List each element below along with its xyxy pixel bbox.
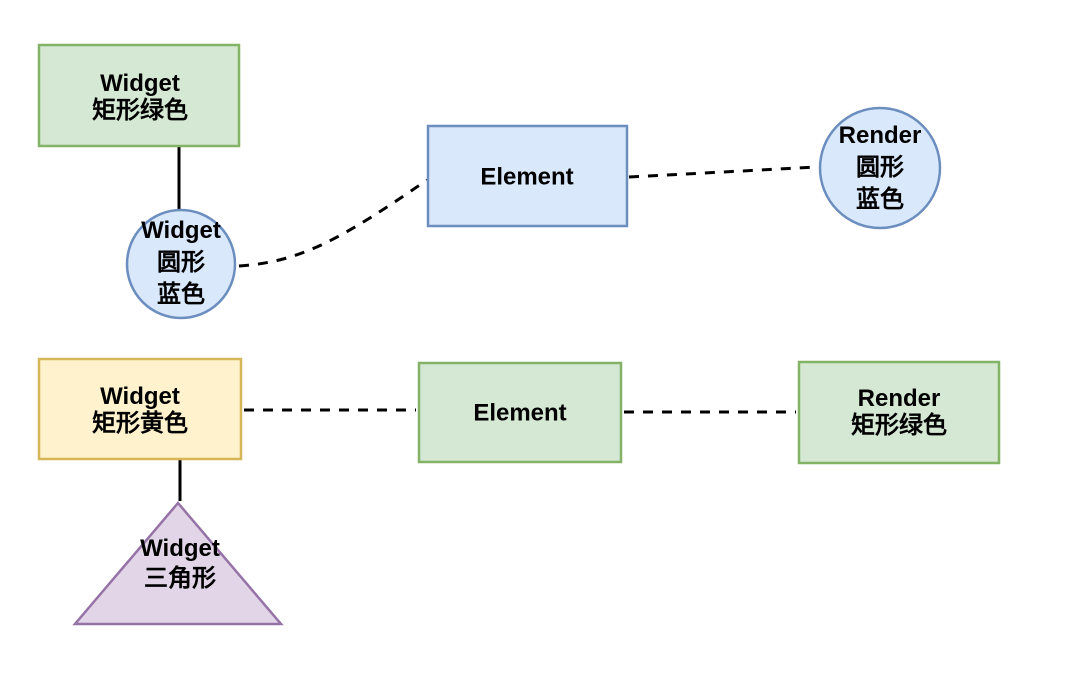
widget-circle-blue-label: Widget 圆形 蓝色 [141, 215, 221, 311]
widget-circle-blue-label-line1: Widget [141, 217, 221, 244]
widget-triangle-purple-label-line1: Widget [140, 535, 220, 562]
edge-element-blue-to-render-circle-blue [628, 165, 818, 179]
render-circle-blue-label: Render 圆形 蓝色 [839, 120, 922, 216]
element-blue-label: Element [480, 164, 573, 191]
widget-rect-green-label: Widget 矩形绿色 [92, 70, 188, 124]
render-rect-green-shape [797, 360, 1001, 465]
widget-rect-green-label-line1: Widget [100, 70, 180, 97]
render-circle-blue-shape [818, 106, 942, 230]
edge-widget-circle-blue-to-element-blue [238, 178, 428, 268]
element-blue-shape [426, 124, 629, 228]
render-rect-green-label-line1: Render [857, 385, 941, 412]
widget-rect-green-shape [37, 43, 241, 148]
widget-rect-yellow-label-line2: 矩形黄色 [92, 410, 188, 437]
widget-circle-blue-shape [125, 208, 237, 320]
widget-rect-yellow-label: Widget 矩形黄色 [92, 383, 188, 437]
element-blue-label-line1: Element [480, 163, 574, 191]
widget-triangle-purple-label-line2: 三角形 [144, 565, 216, 592]
render-circle-blue-label-line1: Render [838, 122, 922, 149]
render-rect-green-label: Render 矩形绿色 [851, 385, 947, 439]
widget-triangle-purple-label: Widget 三角形 [140, 534, 220, 594]
element-green-label-line1: Element [473, 399, 567, 427]
element-green-label: Element [473, 400, 566, 427]
render-rect-green-label-line2: 矩形绿色 [851, 412, 947, 439]
render-circle-blue-label-line3: 蓝色 [856, 186, 904, 213]
widget-rect-yellow-shape [37, 357, 243, 461]
widget-circle-blue-label-line3: 蓝色 [157, 281, 205, 308]
widget-rect-green-label-line2: 矩形绿色 [92, 97, 188, 124]
widget-rect-yellow-label-line1: Widget [100, 383, 180, 410]
widget-triangle-purple-shape [72, 501, 284, 626]
element-green-shape [417, 361, 623, 464]
widget-circle-blue-label-line2: 圆形 [157, 249, 205, 276]
render-circle-blue-label-line2: 圆形 [856, 154, 904, 181]
